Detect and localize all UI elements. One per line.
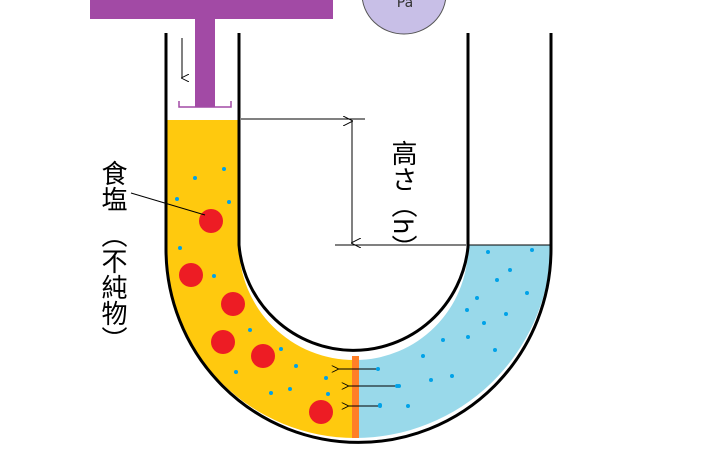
water-molecule: [406, 404, 410, 408]
salt-particle: [221, 292, 245, 316]
water-molecules-left: [175, 167, 330, 396]
water-molecule: [504, 312, 508, 316]
salt-particle: [211, 330, 235, 354]
water-molecule: [294, 364, 298, 368]
water-molecule: [421, 354, 425, 358]
water-molecule: [212, 274, 216, 278]
water-molecule: [482, 321, 486, 325]
water-molecule: [530, 248, 534, 252]
piston: [90, 0, 333, 108]
water-molecule: [222, 167, 226, 171]
salt-particle: [251, 344, 275, 368]
pure-water-fill: [355, 245, 551, 439]
osmosis-arrows: [338, 369, 397, 406]
salt-particles: [179, 209, 333, 424]
water-molecule: [495, 278, 499, 282]
height-dimension: [241, 119, 466, 245]
water-molecule: [269, 391, 273, 395]
water-molecule: [234, 370, 238, 374]
water-molecule: [475, 296, 479, 300]
semipermeable-membrane: [352, 356, 359, 438]
water-molecule: [376, 367, 380, 371]
pressure-gauge-dial: [361, 0, 447, 35]
impurity-label: （不純物）: [97, 222, 127, 352]
water-molecule: [279, 347, 283, 351]
water-molecule: [525, 291, 529, 295]
height-label: 高さ（h）: [387, 140, 417, 261]
water-molecule: [193, 176, 197, 180]
water-molecule: [288, 387, 292, 391]
water-molecule: [248, 328, 252, 332]
water-molecule: [429, 378, 433, 382]
salt-particle: [309, 400, 333, 424]
u-tube-outer-wall: [164, 33, 553, 444]
water-molecule: [326, 392, 330, 396]
salt-label: 食塩: [97, 160, 127, 212]
piston-handle: [90, 0, 333, 19]
salt-particle: [199, 209, 223, 233]
water-molecule: [441, 338, 445, 342]
u-tube-inner-wall: [237, 33, 470, 352]
water-molecule: [466, 335, 470, 339]
piston-head: [178, 101, 232, 108]
water-molecule: [450, 374, 454, 378]
impure-solution: [166, 120, 355, 438]
water-molecule: [465, 308, 469, 312]
water-molecule: [378, 404, 382, 408]
salt-leader-line: [130, 192, 206, 216]
piston-rod: [195, 19, 215, 107]
u-tube: [164, 33, 553, 444]
water-molecule: [508, 268, 512, 272]
pressure-gauge: Pa: [361, 0, 447, 35]
water-molecule: [493, 348, 497, 352]
pure-water: [355, 245, 551, 439]
pressure-unit-label: Pa: [397, 0, 413, 11]
water-molecule: [227, 200, 231, 204]
osmosis-arrow-dots: [376, 367, 399, 408]
water-molecule: [324, 376, 328, 380]
salt-particle: [179, 263, 203, 287]
water-molecule: [395, 384, 399, 388]
water-molecule: [178, 246, 182, 250]
water-molecule: [175, 197, 179, 201]
water-molecule: [486, 250, 490, 254]
